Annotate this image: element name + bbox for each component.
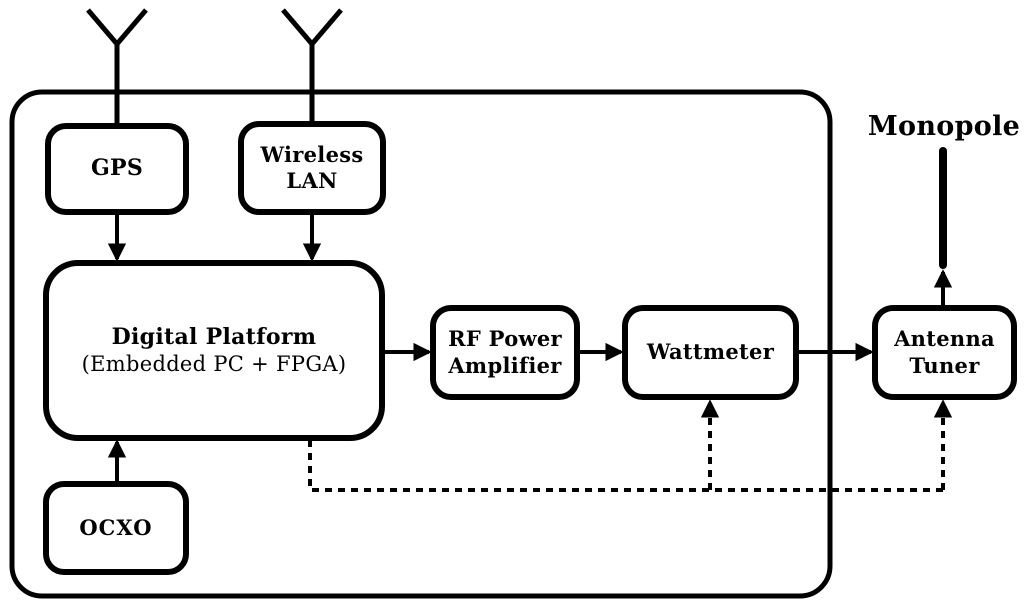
- digital-platform-box: [43, 260, 385, 441]
- antenna-tuner-box: [872, 305, 1017, 400]
- dashed-control-line: [308, 440, 943, 492]
- wlan-antenna-icon: [281, 8, 343, 127]
- rf-power-amplifier-box: [430, 305, 580, 400]
- gps-box: [45, 123, 189, 215]
- wireless-lan-box: [238, 121, 386, 215]
- ocxo-box: [43, 481, 189, 575]
- system-enclosure-box: [9, 89, 833, 599]
- wattmeter-box: [622, 305, 799, 400]
- gps-antenna-icon: [86, 8, 148, 127]
